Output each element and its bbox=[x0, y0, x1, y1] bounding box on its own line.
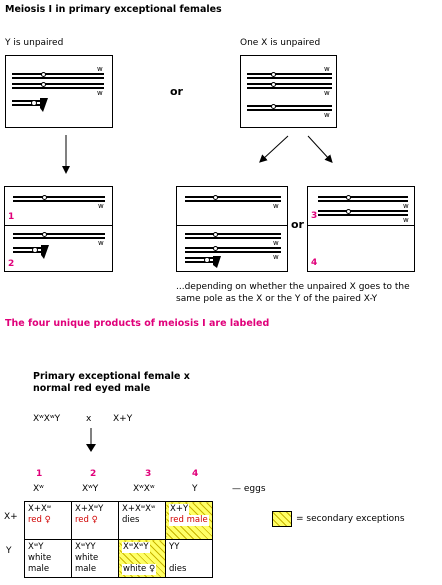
w-allele-label: w bbox=[273, 239, 279, 247]
w-allele-label: w bbox=[98, 239, 104, 247]
w-allele-label: w bbox=[403, 216, 409, 224]
left-label: Y is unpaired bbox=[5, 38, 64, 48]
product-number-1: 1 bbox=[8, 212, 15, 222]
middle-products-box: w w w bbox=[176, 186, 288, 272]
egg-genotype-1: Xʷ bbox=[33, 484, 44, 494]
egg-genotype-2: XʷY bbox=[82, 484, 99, 494]
w-allele-label: w bbox=[98, 202, 104, 210]
product-number-3: 3 bbox=[311, 211, 318, 221]
w-allele-label: w bbox=[97, 65, 103, 73]
page-title: Meiosis I in primary exceptional females bbox=[5, 4, 222, 15]
division-arrows bbox=[62, 135, 333, 174]
cross-arrow bbox=[86, 428, 96, 452]
egg-number-3: 3 bbox=[145, 469, 152, 479]
w-allele-label: w bbox=[403, 202, 409, 210]
w-allele-label: w bbox=[97, 89, 103, 97]
right-products-box: w w 3 4 bbox=[307, 186, 415, 272]
cross-sign: x bbox=[86, 414, 92, 424]
egg-number-2: 2 bbox=[90, 469, 97, 479]
eggs-label: — eggs bbox=[232, 484, 266, 494]
left-pair-box: w w bbox=[5, 55, 113, 128]
male-genotype: X+Y bbox=[113, 414, 133, 424]
left-products-box: w 1 w 2 bbox=[4, 186, 113, 272]
right-pair-box: w w w bbox=[240, 55, 337, 128]
legend-label: = secondary exceptions bbox=[296, 514, 405, 524]
y-chromosome-icon bbox=[13, 245, 49, 259]
note-line-1: ...depending on whether the unpaired X g… bbox=[176, 282, 410, 292]
right-label: One X is unpaired bbox=[240, 38, 321, 48]
w-allele-label: w bbox=[324, 65, 330, 73]
y-chromosome-icon bbox=[12, 98, 48, 112]
cross-title-2: normal red eyed male bbox=[33, 383, 151, 394]
legend-swatch bbox=[272, 511, 292, 527]
w-allele-label: w bbox=[324, 89, 330, 97]
summary-text: The four unique products of meiosis I ar… bbox=[5, 318, 270, 329]
sperm-y: Y bbox=[6, 546, 12, 556]
female-genotype: XʷXʷY bbox=[33, 414, 61, 424]
or-text-2: or bbox=[291, 218, 304, 231]
w-allele-label: w bbox=[324, 111, 330, 119]
egg-number-4: 4 bbox=[192, 469, 199, 479]
egg-genotype-3: XʷXʷ bbox=[133, 484, 155, 494]
cross-title-1: Primary exceptional female x bbox=[33, 371, 190, 382]
egg-genotype-4: Y bbox=[192, 484, 198, 494]
sperm-x-plus: X+ bbox=[4, 512, 18, 522]
or-text: or bbox=[170, 85, 183, 98]
egg-number-1: 1 bbox=[36, 469, 43, 479]
y-chromosome-icon bbox=[185, 256, 221, 268]
product-number-4: 4 bbox=[311, 258, 318, 268]
note-line-2: same pole as the X or the Y of the paire… bbox=[176, 294, 378, 304]
w-allele-label: w bbox=[273, 202, 279, 210]
w-allele-label: w bbox=[273, 253, 279, 261]
product-number-2: 2 bbox=[8, 259, 15, 269]
